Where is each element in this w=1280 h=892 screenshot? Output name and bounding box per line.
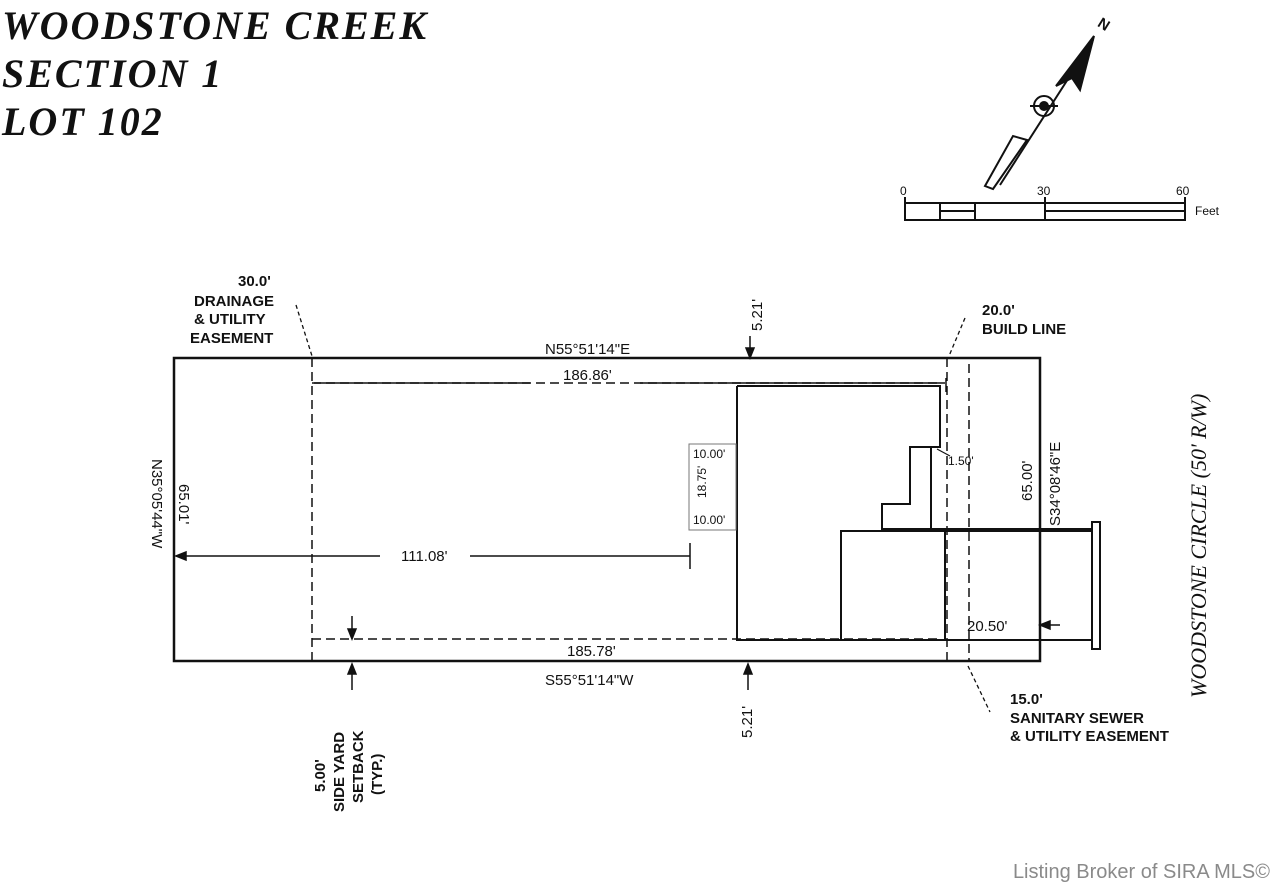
- side-yard-line-2: SETBACK: [350, 730, 367, 803]
- scale-unit: Feet: [1195, 204, 1220, 218]
- side-yard-setback-label: 5.00' SIDE YARD SETBACK (TYP.): [312, 730, 386, 812]
- sanitary-width: 15.0': [1010, 691, 1043, 708]
- listing-broker-credit: Listing Broker of SIRA MLS©: [1012, 861, 1270, 883]
- scale-tick-0: 0: [900, 184, 907, 198]
- dimension-lines: [173, 336, 1060, 690]
- house-footprint: [736, 385, 1092, 641]
- road-label: WOODSTONE CIRCLE (50' R/W): [1186, 394, 1211, 698]
- top-offset: 5.21': [749, 299, 766, 331]
- west-bearing: N35°05'44"W: [148, 459, 165, 549]
- north-arrow-tail: [983, 134, 1029, 191]
- build-line-text: BUILD LINE: [982, 321, 1066, 338]
- top-length: 186.86': [563, 367, 612, 384]
- side-yard-line-3: (TYP.): [369, 754, 386, 795]
- easement-lines: [311, 358, 970, 661]
- north-bearing: N55°51'14"E: [545, 341, 630, 358]
- title-subdivision: WOODSTONE CREEK: [2, 3, 429, 48]
- build-line-label: 20.0' BUILD LINE: [982, 302, 1066, 338]
- drainage-easement-label: 30.0' DRAINAGE & UTILITY EASEMENT: [190, 273, 274, 347]
- leader-lines: [295, 304, 991, 713]
- title-lot: LOT 102: [2, 99, 164, 144]
- east-length: 65.00': [1019, 460, 1036, 501]
- box-top: 10.00': [693, 447, 725, 461]
- scale-tick-60: 60: [1176, 184, 1190, 198]
- sanitary-line-2: & UTILITY EASEMENT: [1010, 728, 1169, 745]
- drainage-line-1: DRAINAGE: [194, 293, 274, 310]
- box-mid: 18.75': [695, 466, 709, 498]
- north-arrow-head: [1055, 35, 1095, 93]
- scale-bar: [904, 197, 1186, 221]
- side-yard-line-1: SIDE YARD: [331, 732, 348, 812]
- drainage-line-3: EASEMENT: [190, 330, 273, 347]
- sanitary-line-1: SANITARY SEWER: [1010, 710, 1144, 727]
- side-yard-width: 5.00': [312, 759, 329, 792]
- drive-dimension: 20.50': [967, 618, 1008, 635]
- bottom-offset: 5.21': [739, 706, 756, 738]
- jog-leader: [936, 448, 951, 457]
- title-section: SECTION 1: [2, 51, 224, 96]
- jog-dimension: 1.50': [948, 454, 974, 468]
- bottom-length: 185.78': [567, 643, 616, 660]
- scale-tick-30: 30: [1037, 184, 1051, 198]
- garage-footprint: [840, 530, 945, 640]
- lot-boundary: [172, 356, 1042, 663]
- box-bottom: 10.00': [693, 513, 725, 527]
- north-label: N: [1095, 15, 1113, 35]
- drainage-line-2: & UTILITY: [194, 311, 266, 328]
- box-dimension: [688, 443, 737, 531]
- sanitary-easement-label: 15.0' SANITARY SEWER & UTILITY EASEMENT: [1010, 691, 1169, 745]
- driveway: [945, 521, 1101, 650]
- drainage-width: 30.0': [238, 273, 271, 290]
- west-length: 65.01': [175, 484, 192, 525]
- build-line-width: 20.0': [982, 302, 1015, 319]
- north-arrow-icon: [983, 35, 1095, 191]
- south-bearing: S55°51'14"W: [545, 672, 634, 689]
- east-bearing: S34°08'46"E: [1047, 442, 1064, 526]
- rear-setback: 111.08': [401, 548, 448, 565]
